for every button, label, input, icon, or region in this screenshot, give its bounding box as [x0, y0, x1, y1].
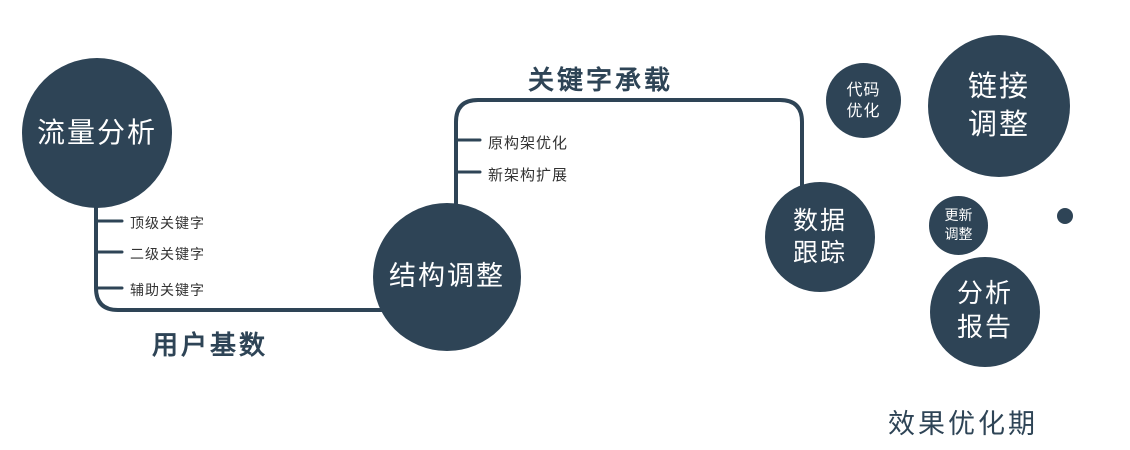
node-code-optimization-line1: 代码 [846, 79, 881, 99]
node-link-adjustment-line2: 调整 [967, 107, 1030, 141]
tick-label-original-framework: 原构架优化 [488, 134, 569, 152]
node-analysis-report-line1: 分析 [956, 279, 1013, 310]
node-update-adjustment: 更新 调整 [929, 196, 988, 255]
tick-label-new-framework: 新架构扩展 [488, 166, 569, 184]
node-analysis-report: 分析 报告 [930, 257, 1040, 367]
node-update-adjustment-line1: 更新 [944, 208, 973, 225]
node-structure-adjust: 结构调整 [373, 203, 521, 351]
node-link-adjustment: 链接 调整 [928, 35, 1070, 177]
node-data-tracking-line1: 数据 [792, 205, 847, 235]
node-traffic-analysis: 流量分析 [22, 58, 172, 208]
node-data-tracking-line2: 跟踪 [792, 238, 847, 267]
node-structure-adjust-label: 结构调整 [389, 261, 505, 293]
edge-label-user-base: 用户基数 [152, 331, 269, 361]
node-data-tracking: 数据 跟踪 [765, 182, 875, 292]
edge-label-keyword-carry: 关键字承载 [528, 66, 674, 96]
node-code-optimization-line2: 优化 [846, 100, 881, 120]
node-small-dot [1057, 208, 1073, 224]
node-traffic-analysis-label: 流量分析 [36, 115, 157, 149]
tick-label-auxiliary-keyword: 辅助关键字 [130, 283, 205, 299]
caption-effect-optimization: 效果优化期 [888, 409, 1038, 440]
node-update-adjustment-line2: 调整 [944, 226, 973, 243]
node-analysis-report-line2: 报告 [956, 313, 1013, 343]
connector-structure-to-tracking [454, 98, 804, 208]
node-link-adjustment-line1: 链接 [967, 69, 1030, 104]
tick-label-secondary-keyword: 二级关键字 [130, 247, 205, 263]
tick-label-top-keyword: 顶级关键字 [130, 216, 205, 232]
node-code-optimization: 代码 优化 [826, 63, 901, 138]
